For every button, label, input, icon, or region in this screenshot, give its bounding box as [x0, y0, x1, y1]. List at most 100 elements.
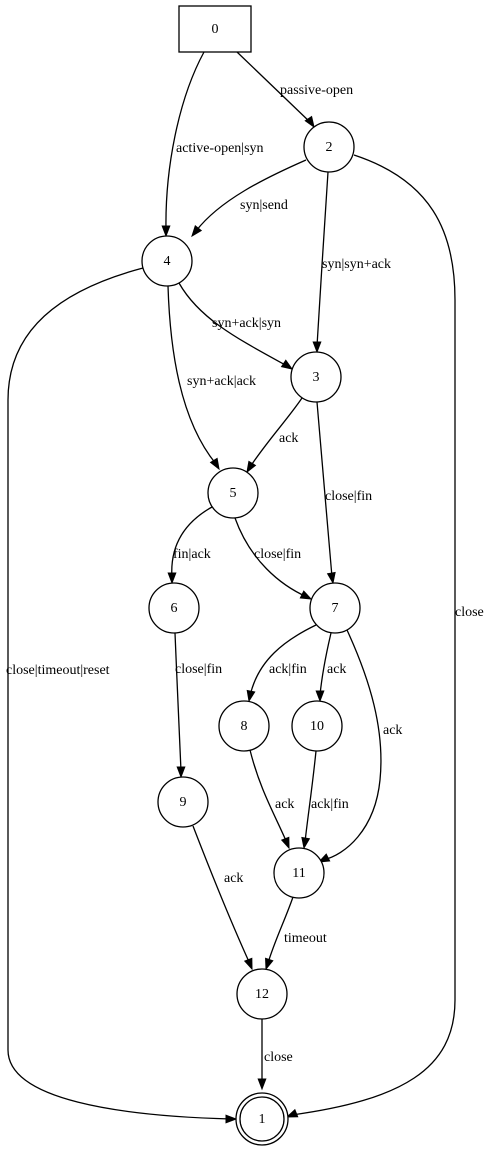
node-label: 7 — [332, 601, 339, 616]
node-circle — [291, 700, 343, 752]
node-label: 10 — [310, 719, 324, 734]
arrowhead — [265, 957, 274, 971]
edge-line — [322, 629, 382, 861]
node-label: 12 — [255, 987, 269, 1002]
arrowhead — [312, 341, 322, 354]
node-circle — [236, 968, 288, 1020]
state-node-8: 8 — [218, 700, 270, 752]
edge-line — [304, 750, 317, 843]
node-circle — [309, 582, 361, 634]
arrowhead — [299, 590, 313, 600]
edge-3-5: ack — [246, 397, 303, 474]
node-label: 0 — [212, 22, 219, 37]
edge-7-8: ack|fin — [246, 624, 317, 703]
state-node-6: 6 — [148, 582, 200, 634]
edge-line — [316, 401, 333, 578]
edge-line — [236, 51, 313, 125]
node-label: 5 — [230, 486, 237, 501]
edge-3-7: close|fin — [316, 401, 372, 585]
node-box — [178, 5, 252, 53]
edge-9-12: ack — [192, 825, 253, 971]
node-circle — [218, 700, 270, 752]
edge-line — [249, 624, 317, 697]
node-circle — [157, 776, 209, 828]
node-circle — [148, 582, 200, 634]
nodes-layer: 0 2 4 3 5 6 7 8 10 9 11 12 1 — [141, 5, 361, 1146]
edge-7-11: ack — [317, 629, 402, 863]
node-label: 3 — [313, 370, 320, 385]
edge-line — [267, 896, 294, 964]
arrowhead — [315, 690, 325, 703]
edge-line — [249, 749, 288, 844]
edge-0-2: passive-open — [236, 51, 353, 129]
edge-label: ack — [383, 723, 402, 738]
edge-0-4: active-open|syn — [161, 51, 264, 238]
arrowhead — [176, 766, 186, 779]
edge-label: ack|fin — [269, 662, 307, 677]
edge-label: syn|syn+ack — [322, 257, 391, 272]
edge-label: close|fin — [175, 662, 222, 677]
arrowhead — [280, 836, 290, 850]
node-label: 4 — [164, 254, 171, 269]
edge-line — [319, 632, 332, 696]
state-node-2: 2 — [303, 121, 355, 173]
arrowhead — [257, 1078, 267, 1091]
state-node-7: 7 — [309, 582, 361, 634]
state-node-1: 1 — [235, 1092, 289, 1146]
edge-4-5: syn+ack|ack — [167, 285, 256, 471]
edge-8-11: ack — [249, 749, 294, 850]
node-label: 6 — [171, 601, 178, 616]
edge-12-1: close — [257, 1019, 293, 1091]
arrowhead — [304, 115, 315, 129]
edge-7-10: ack — [315, 632, 346, 703]
edge-line — [174, 632, 182, 772]
edge-2-1: close — [285, 154, 484, 1118]
edge-5-6: fin|ack — [167, 506, 213, 585]
edge-line — [291, 154, 456, 1116]
edge-4-1: close|timeout|reset — [6, 267, 238, 1124]
arrowhead — [167, 572, 177, 585]
arrowhead — [225, 1114, 238, 1124]
edge-label: ack|fin — [311, 797, 349, 812]
edge-label: close|fin — [325, 489, 372, 504]
state-node-5: 5 — [207, 467, 259, 519]
edge-line — [195, 159, 307, 232]
edge-label: syn+ack|ack — [187, 374, 256, 389]
node-circle — [273, 847, 325, 899]
edge-label: fin|ack — [173, 547, 211, 562]
edge-line — [234, 517, 308, 598]
arrowhead — [191, 224, 203, 238]
state-node-12: 12 — [236, 968, 288, 1020]
edge-label: ack — [327, 662, 346, 677]
node-label: 1 — [259, 1112, 266, 1127]
edge-line — [316, 171, 329, 347]
edge-5-7: close|fin — [234, 517, 313, 600]
state-node-11: 11 — [273, 847, 325, 899]
node-label: 9 — [180, 795, 187, 810]
arrowhead — [246, 689, 256, 703]
edge-4-3: syn+ack|syn — [178, 282, 294, 370]
node-label: 11 — [292, 866, 305, 881]
edge-label: ack — [275, 797, 294, 812]
edge-label: close|fin — [254, 547, 301, 562]
edge-label: syn+ack|syn — [212, 316, 281, 331]
edge-line — [171, 506, 213, 579]
edge-11-12: timeout — [265, 896, 327, 971]
arrowhead — [161, 225, 171, 238]
node-circle — [207, 467, 259, 519]
edge-label: ack — [279, 431, 298, 446]
edge-label: close|timeout|reset — [6, 663, 110, 678]
edge-line — [167, 285, 217, 465]
node-circle — [141, 235, 193, 287]
edge-label: timeout — [284, 931, 327, 946]
edges-layer: passive-openactive-open|synsyn|sendsyn|s… — [6, 51, 484, 1124]
arrowhead — [317, 853, 331, 863]
edge-label: close — [264, 1050, 293, 1065]
edge-label: ack — [224, 871, 243, 886]
state-node-0: 0 — [178, 5, 252, 53]
edge-line — [178, 282, 290, 368]
edge-label: active-open|syn — [176, 141, 264, 156]
arrowhead — [285, 1108, 299, 1118]
arrowhead — [246, 460, 257, 474]
